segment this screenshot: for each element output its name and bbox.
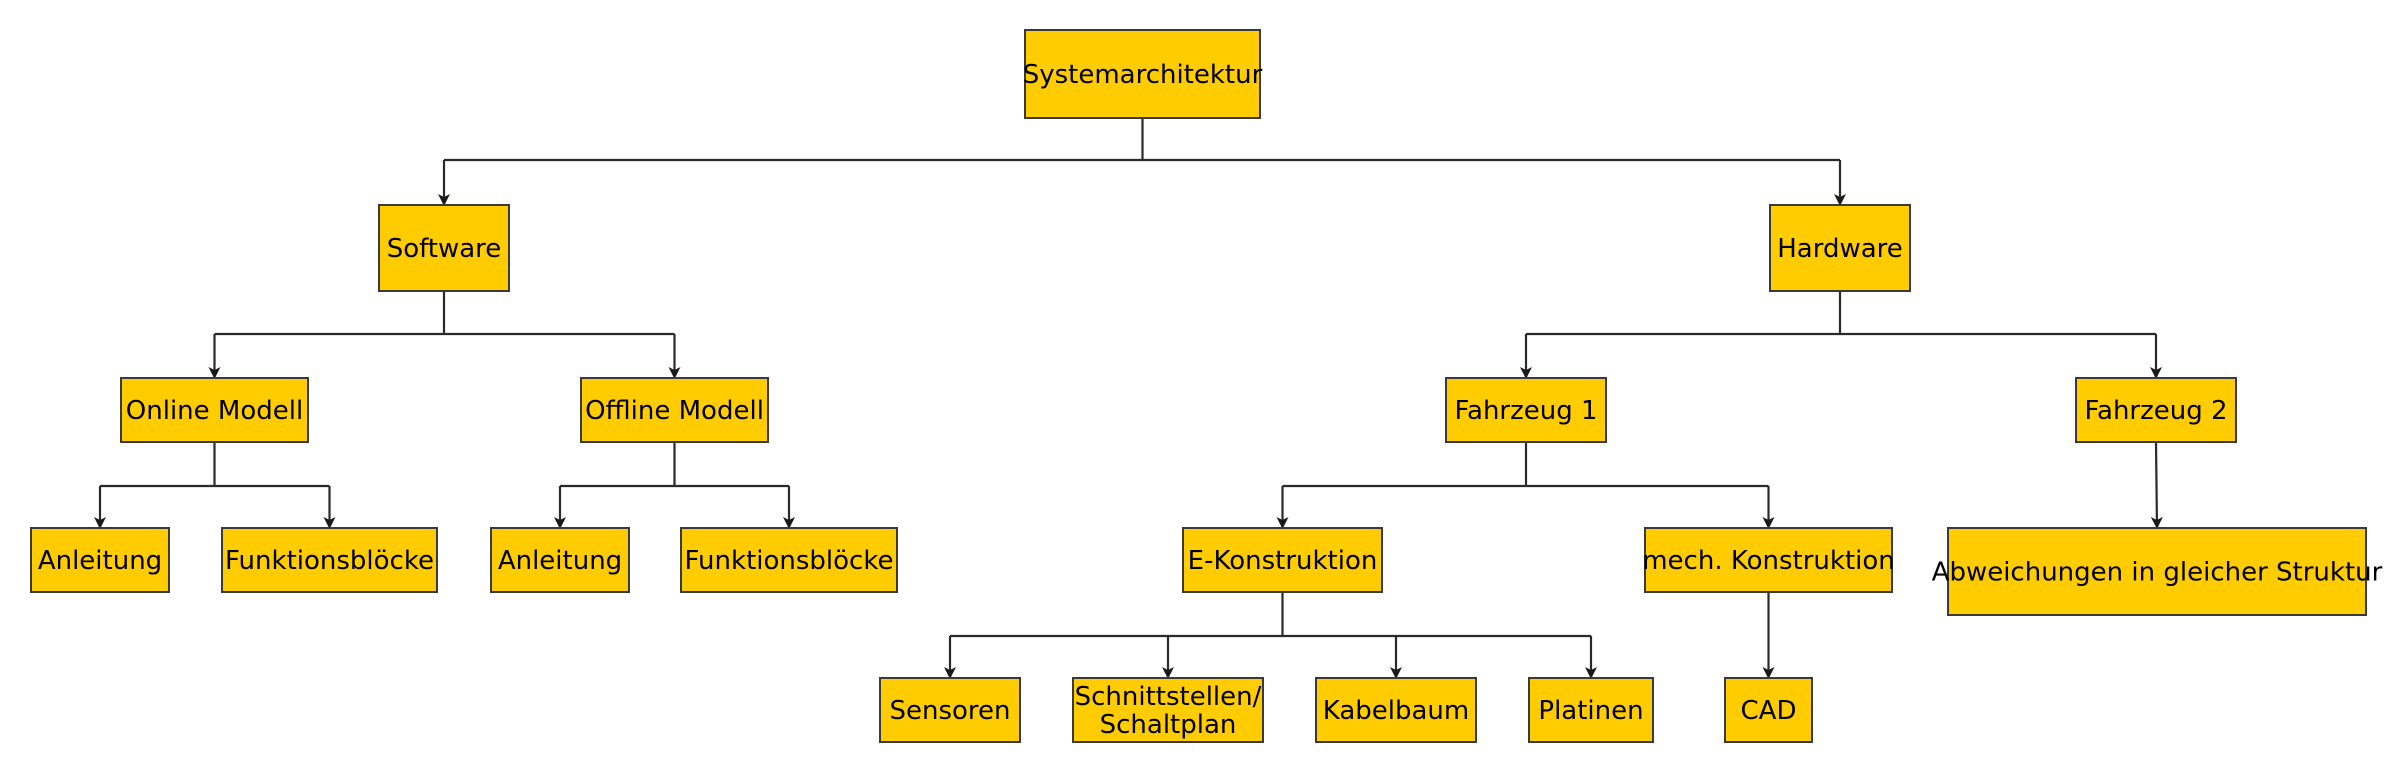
node-off_a-label: Anleitung (498, 546, 622, 576)
node-plat-label: Platinen (1538, 696, 1643, 726)
node-fz2-label: Fahrzeug 2 (2084, 396, 2227, 426)
node-kab-label: Kabelbaum (1323, 696, 1470, 726)
node-onl-label: Online Modell (126, 396, 303, 426)
node-schn-label: Schaltplan (1100, 710, 1237, 740)
node-schn-box (1072, 677, 1264, 743)
node-hw-box (1769, 204, 1911, 292)
node-fz1: Fahrzeug 1 (1445, 377, 1607, 443)
node-off: Offline Modell (580, 377, 769, 443)
node-sens-box (879, 677, 1021, 743)
node-fz1-label: Fahrzeug 1 (1454, 396, 1597, 426)
node-plat: Platinen (1528, 677, 1654, 743)
node-sens-label: Sensoren (889, 696, 1010, 726)
node-mk-box (1644, 527, 1893, 593)
node-fz2: Fahrzeug 2 (2075, 377, 2237, 443)
node-onl_a-box (30, 527, 170, 593)
node-off_f: Funktionsblöcke (680, 527, 898, 593)
node-root: Systemarchitektur (1023, 29, 1263, 119)
node-onl_f: Funktionsblöcke (221, 527, 438, 593)
node-ek: E-Konstruktion (1182, 527, 1383, 593)
node-sw-box (378, 204, 510, 292)
node-off-box (580, 377, 769, 443)
node-sw-label: Software (387, 234, 502, 264)
node-off_a-box (490, 527, 630, 593)
node-onl_a: Anleitung (30, 527, 170, 593)
node-hw: Hardware (1769, 204, 1911, 292)
edges-layer (94, 118, 2163, 679)
node-sw: Software (378, 204, 510, 292)
node-cad-label: CAD (1741, 696, 1797, 726)
node-plat-box (1528, 677, 1654, 743)
node-abw-box (1947, 527, 2367, 616)
node-mk-label: mech. Konstruktion (1642, 546, 1895, 576)
node-kab-box (1315, 677, 1477, 743)
node-off_a: Anleitung (490, 527, 630, 593)
node-off-label: Offline Modell (585, 396, 764, 426)
node-abw: Abweichungen in gleicher Struktur (1932, 527, 2383, 616)
node-ek-label: E-Konstruktion (1188, 546, 1378, 576)
node-off_f-box (680, 527, 898, 593)
node-fz2-box (2075, 377, 2237, 443)
node-root-label: Systemarchitektur (1023, 60, 1263, 90)
node-sens: Sensoren (879, 677, 1021, 743)
node-abw-label: Abweichungen in gleicher Struktur (1932, 558, 2383, 588)
node-mk: mech. Konstruktion (1642, 527, 1895, 593)
node-onl_f-label: Funktionsblöcke (225, 546, 434, 576)
node-onl: Online Modell (120, 377, 309, 443)
node-hw-label: Hardware (1777, 234, 1903, 264)
node-kab: Kabelbaum (1315, 677, 1477, 743)
node-cad-box (1724, 677, 1813, 743)
node-onl-box (120, 377, 309, 443)
edge-fz2-to-abw (2150, 441, 2163, 529)
node-ek-box (1182, 527, 1383, 593)
node-schn-label: Schnittstellen/ (1075, 682, 1262, 712)
node-cad: CAD (1724, 677, 1813, 743)
node-fz1-box (1445, 377, 1607, 443)
node-schn: Schnittstellen/Schaltplan (1072, 677, 1264, 743)
node-off_f-label: Funktionsblöcke (685, 546, 894, 576)
node-onl_a-label: Anleitung (38, 546, 162, 576)
node-root-box (1024, 29, 1261, 119)
node-onl_f-box (221, 527, 438, 593)
